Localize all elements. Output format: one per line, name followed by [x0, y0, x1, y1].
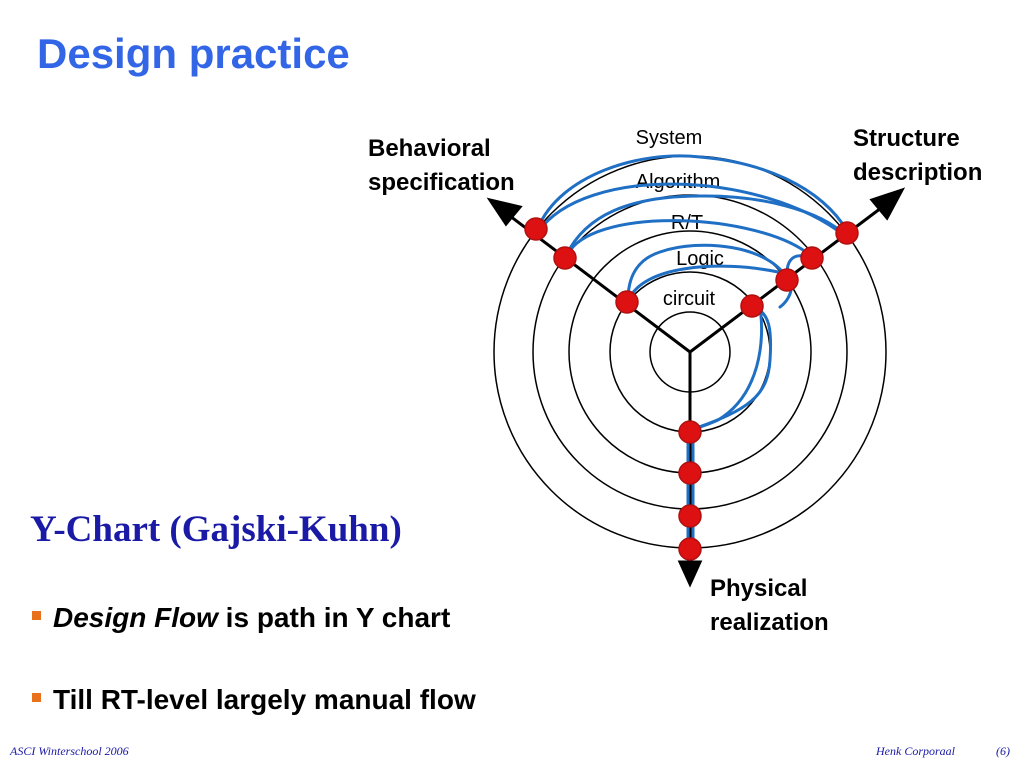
level-label-algorithm: Algorithm — [636, 171, 720, 193]
flow-segment-rt-to-logic — [626, 243, 790, 302]
level-label-system: System — [636, 127, 703, 149]
behavioral-axis-label: Behavioral specification — [368, 135, 515, 196]
node-structural-rt — [775, 268, 799, 292]
node-structural-system — [835, 221, 859, 245]
flow-segment-logic — [626, 264, 793, 309]
node-structural-logic — [740, 294, 764, 318]
node-behavioral-algorithm — [553, 246, 577, 270]
level-label-logic: Logic — [676, 248, 724, 270]
bullet-marker-icon — [32, 693, 41, 703]
bullet-manual-flow: Till RT-level largely manual flow — [32, 684, 476, 716]
node-behavioral-logic — [615, 290, 639, 314]
bullet-design-flow: Design Flow is path in Y chart — [32, 602, 450, 634]
behavioral-arrowhead — [486, 197, 523, 227]
structural-label-line1: Structure — [853, 125, 960, 152]
flow-segment-algorithm-inner — [564, 219, 813, 260]
node-physical-system — [678, 537, 702, 561]
flow-segment-system — [536, 154, 850, 234]
level-nodes — [524, 217, 859, 561]
level-label-rt: R/T — [671, 212, 703, 234]
footer-author: Henk Corporaal — [876, 744, 955, 758]
slide-title: Design practice — [37, 30, 350, 77]
structural-axis-label: Structure description — [853, 125, 982, 186]
bullet-text: Till RT-level largely manual flow — [53, 684, 476, 715]
physical-axis-label: Physical realization — [710, 575, 829, 636]
physical-label-line2: realization — [710, 609, 829, 636]
flow-segment-algorithm — [564, 194, 848, 258]
node-behavioral-system — [524, 217, 548, 241]
bullet-marker-icon — [32, 611, 41, 621]
structural-label-line2: description — [853, 159, 982, 186]
footer-event: ASCI Winterschool 2006 — [10, 744, 129, 758]
node-physical-logic — [678, 420, 702, 444]
structural-arrowhead — [869, 187, 906, 221]
bullet-text: is path in Y chart — [217, 602, 451, 633]
physical-label-line1: Physical — [710, 575, 807, 602]
node-physical-algorithm — [678, 504, 702, 528]
bullet-emphasis: Design Flow — [53, 602, 218, 633]
page-number: (6) — [996, 744, 1010, 758]
flow-segment-down — [688, 304, 773, 432]
level-label-circuit: circuit — [663, 288, 716, 310]
node-physical-rt — [678, 461, 702, 485]
behavioral-label-line1: Behavioral — [368, 135, 491, 162]
node-structural-algorithm — [800, 246, 824, 270]
behavioral-label-line2: specification — [368, 169, 515, 196]
physical-arrowhead — [677, 560, 703, 588]
chart-subtitle: Y-Chart (Gajski-Kuhn) — [30, 509, 402, 550]
